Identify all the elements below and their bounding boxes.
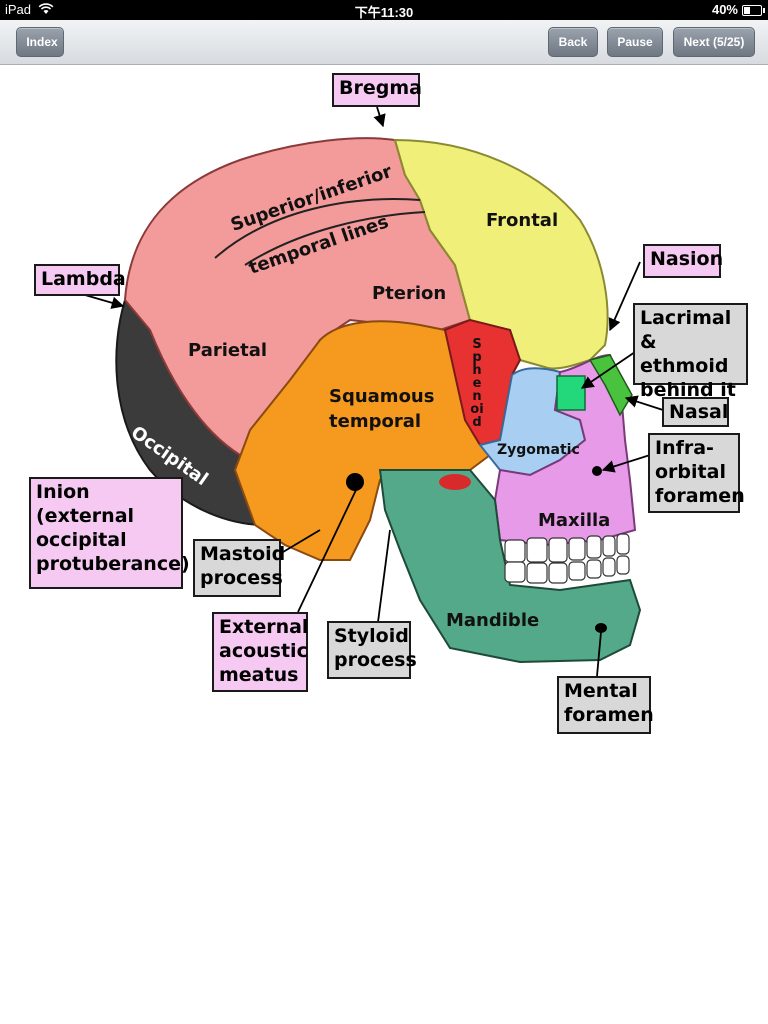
region-parietal: Parietal	[188, 340, 268, 361]
index-button[interactable]: Index	[16, 27, 64, 57]
pause-button[interactable]: Pause	[607, 27, 663, 57]
battery-icon	[742, 5, 765, 16]
parietal-bone	[123, 137, 472, 457]
teeth	[504, 533, 630, 584]
region-temporal: temporal	[329, 411, 422, 432]
frontal-bone	[393, 138, 609, 370]
label-inion: Inion (external occipital protuberance)	[29, 477, 190, 589]
wifi-icon	[38, 3, 54, 18]
status-bar: iPad 下午11:30 40%	[0, 0, 768, 20]
mental-foramen-hole	[595, 623, 607, 633]
region-zygomatic: Zygomatic	[497, 442, 580, 458]
toolbar: Index Back Pause Next (5/25)	[0, 20, 768, 65]
external-acoustic-meatus-hole	[346, 473, 364, 491]
region-frontal: Frontal	[486, 210, 559, 231]
region-sphenoid: Sphenoid	[470, 337, 484, 430]
next-button[interactable]: Next (5/25)	[673, 27, 755, 57]
back-button[interactable]: Back	[548, 27, 598, 57]
label-lambda: Lambda	[34, 264, 126, 296]
label-nasion: Nasion	[643, 244, 723, 278]
label-mental-foramen: Mental foramen	[557, 676, 654, 734]
label-mastoid-process: Mastoid process	[193, 539, 285, 597]
region-squamous: Squamous	[329, 386, 435, 407]
region-mandible: Mandible	[446, 610, 540, 631]
skull-diagram: Superior/inferior temporal lines Frontal…	[0, 64, 768, 764]
clock: 下午11:30	[354, 5, 414, 20]
styloid-notch	[439, 474, 471, 490]
mandible-bone	[378, 469, 642, 664]
device-name: iPad	[5, 2, 32, 17]
label-infraorbital-foramen: Infra- orbital foramen	[648, 433, 745, 513]
label-styloid-process: Styloid process	[327, 621, 417, 679]
region-pterion: Pterion	[372, 283, 447, 304]
battery-percent: 40%	[711, 2, 738, 17]
region-maxilla: Maxilla	[538, 510, 611, 531]
label-bregma: Bregma	[332, 73, 422, 107]
skull-illustration	[84, 106, 664, 677]
maxilla-bone	[493, 353, 637, 547]
label-external-acoustic-meatus: External acoustic meatus	[212, 612, 308, 692]
infraorbital-foramen-hole	[592, 466, 602, 476]
lacrimal-bone	[556, 375, 586, 411]
label-lacrimal-ethmoid: Lacrimal & ethmoid behind it	[633, 303, 748, 401]
label-nasal: Nasal	[662, 397, 729, 427]
